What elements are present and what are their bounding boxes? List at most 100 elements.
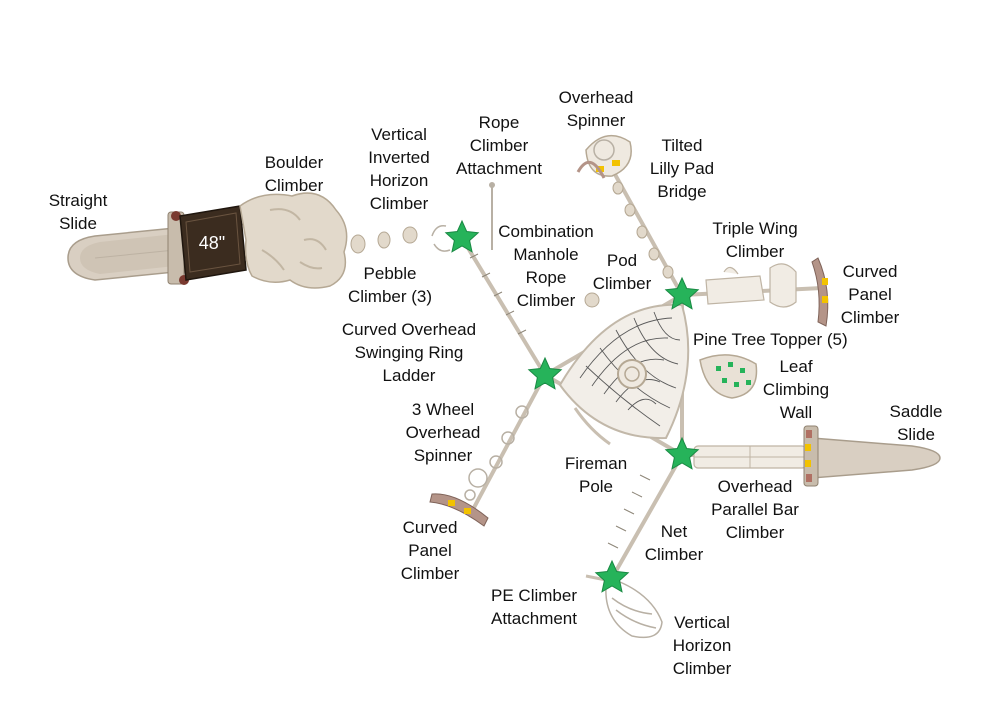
label-line: Curved bbox=[402, 518, 458, 537]
label-line: Pebble bbox=[363, 264, 417, 283]
label-line: Climber bbox=[725, 523, 785, 542]
label-line: Slide bbox=[897, 425, 935, 444]
label-line: Climber bbox=[400, 564, 460, 583]
label-line: Saddle bbox=[889, 402, 943, 421]
saddle-slide bbox=[803, 425, 941, 487]
label-line: Ladder bbox=[382, 366, 436, 385]
pine-tree-topper-icon bbox=[594, 559, 630, 593]
label-line: Climber (3) bbox=[347, 287, 433, 306]
label-line: Triple Wing bbox=[712, 219, 798, 238]
label-line: Climber bbox=[725, 242, 785, 261]
height-sign-label: 48" bbox=[198, 233, 226, 253]
label-line: 3 Wheel bbox=[411, 400, 475, 419]
pine-tree-toppers bbox=[444, 219, 700, 593]
label-line: Climber bbox=[644, 545, 704, 564]
three-wheel-spinner bbox=[464, 468, 488, 501]
label-line: Boulder bbox=[264, 153, 324, 172]
label-line: Pod bbox=[606, 251, 638, 270]
label-line: Climber bbox=[592, 274, 652, 293]
label-line: Rope bbox=[525, 268, 567, 287]
pine-tree-topper-icon bbox=[444, 219, 480, 253]
label-line: Curved Overhead bbox=[341, 320, 477, 339]
label-line: Horizon bbox=[369, 171, 429, 190]
rope-climber-attachment bbox=[489, 182, 495, 250]
label-line: Combination bbox=[498, 222, 594, 241]
ring-ladder bbox=[489, 405, 529, 469]
label-line: Vertical bbox=[371, 125, 427, 144]
label-line: Wall bbox=[779, 403, 813, 422]
vertical-horizon-climber bbox=[605, 581, 663, 639]
label-line: Panel bbox=[408, 541, 452, 560]
label-line: Overhead bbox=[405, 423, 481, 442]
rope-ladder-detail bbox=[469, 253, 651, 549]
label-line: Overhead bbox=[558, 88, 634, 107]
label-line: Spinner bbox=[566, 111, 626, 130]
pine-tree-topper-icon bbox=[664, 276, 700, 310]
label-line: Net bbox=[660, 522, 688, 541]
label-line: Lilly Pad bbox=[649, 159, 715, 178]
straight-slide bbox=[67, 227, 176, 281]
lilly-pad-bridge bbox=[612, 181, 674, 279]
label-line: Manhole bbox=[513, 245, 579, 264]
label-line: Climber bbox=[469, 136, 529, 155]
label-line: Climbing bbox=[762, 380, 830, 399]
label-line: Climber bbox=[369, 194, 429, 213]
parallel-bar-climber bbox=[693, 445, 807, 469]
label-line: Swinging Ring bbox=[354, 343, 464, 362]
label-line: Fireman bbox=[564, 454, 628, 473]
pod-climber bbox=[584, 292, 600, 308]
label-line: Attachment bbox=[491, 609, 577, 628]
label-line: Overhead bbox=[717, 477, 793, 496]
label-line: Climber bbox=[264, 176, 324, 195]
central-net-deck bbox=[558, 303, 690, 446]
label-line: Climber bbox=[840, 308, 900, 327]
label-line: Pine Tree Topper (5) bbox=[693, 330, 848, 349]
label-line: Tilted bbox=[661, 136, 703, 155]
label-line: Vertical bbox=[674, 613, 730, 632]
curved-panel-climber-right bbox=[811, 257, 829, 327]
label-line: Inverted bbox=[368, 148, 430, 167]
boulder-climber bbox=[239, 192, 348, 289]
pebble-climbers bbox=[350, 226, 418, 254]
leaf-climbing-wall bbox=[699, 354, 758, 399]
label-line: Parallel Bar bbox=[711, 500, 799, 519]
label-line: Straight bbox=[48, 191, 108, 210]
vertical-inverted-horizon-climber bbox=[431, 224, 451, 252]
overhead-spinner bbox=[576, 134, 632, 179]
label-line: Spinner bbox=[413, 446, 473, 465]
triple-wing-climber bbox=[705, 263, 797, 308]
label-line: Pole bbox=[578, 477, 614, 496]
pine-tree-topper-icon bbox=[664, 436, 700, 470]
label-line: Rope bbox=[478, 113, 520, 132]
pine-tree-topper-icon bbox=[527, 356, 563, 390]
slide-rails bbox=[167, 211, 189, 285]
label-line: Attachment bbox=[456, 159, 542, 178]
label-pine-tree-topper: Pine Tree Topper (5) bbox=[693, 328, 893, 351]
label-line: Bridge bbox=[657, 182, 707, 201]
label-line: Curved bbox=[842, 262, 898, 281]
label-line: Slide bbox=[59, 214, 97, 233]
label-line: Climber bbox=[516, 291, 576, 310]
label-line: Climber bbox=[672, 659, 732, 678]
